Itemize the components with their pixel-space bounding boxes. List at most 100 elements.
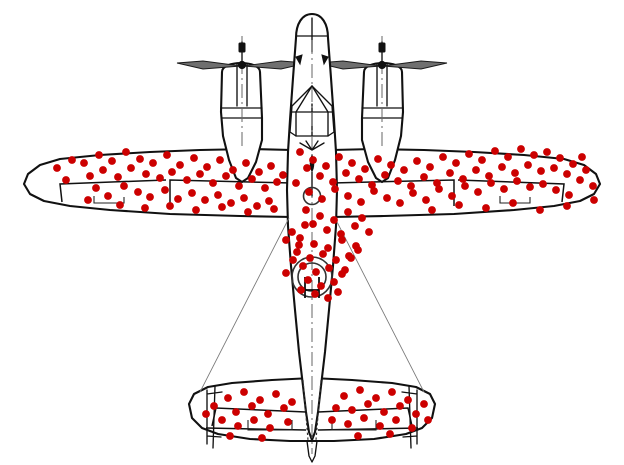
bullet-hole: [209, 179, 217, 187]
bullet-hole: [459, 175, 467, 183]
bullet-hole: [386, 430, 394, 438]
bullet-hole: [266, 424, 274, 432]
bullet-hole: [338, 236, 346, 244]
bullet-hole: [340, 392, 348, 400]
left-wing-trim-tab: [93, 196, 125, 204]
bullet-hole: [202, 410, 210, 418]
bullet-hole: [322, 162, 330, 170]
bullet-hole: [433, 179, 441, 187]
bullet-hole: [190, 154, 198, 162]
bullet-hole: [309, 156, 317, 164]
bullet-hole: [235, 182, 243, 190]
bullet-hole: [504, 153, 512, 161]
bullet-hole: [329, 178, 337, 186]
left-prop-hub-icon: [237, 60, 247, 70]
bullet-hole: [428, 206, 436, 214]
bullet-hole: [279, 171, 287, 179]
bullet-hole: [244, 208, 252, 216]
bullet-hole: [576, 176, 584, 184]
bullet-hole: [68, 156, 76, 164]
right-elevator-tab: [331, 420, 377, 431]
bullet-hole: [351, 222, 359, 230]
bullet-hole: [284, 418, 292, 426]
bullet-hole: [360, 414, 368, 422]
bullet-hole: [344, 420, 352, 428]
bullet-hole: [156, 174, 164, 182]
bullet-hole: [335, 153, 343, 161]
bullet-hole: [530, 151, 538, 159]
bullet-hole: [348, 159, 356, 167]
antenna-arms: [299, 140, 325, 151]
right-tail-fillet-line: [334, 217, 425, 393]
bullet-hole: [465, 150, 473, 158]
bullet-hole: [361, 165, 369, 173]
bullet-hole: [95, 151, 103, 159]
bullet-hole: [316, 212, 324, 220]
bullet-hole: [342, 169, 350, 177]
bullet-hole: [536, 206, 544, 214]
bullet-hole: [563, 170, 571, 178]
bullet-hole: [356, 386, 364, 394]
bullet-hole: [337, 230, 345, 238]
bullet-hole: [265, 197, 273, 205]
bullet-hole: [487, 179, 495, 187]
left-nose-wedge-icon: [295, 54, 303, 66]
right-prop-hub-icon: [377, 60, 387, 70]
bullet-hole: [104, 192, 112, 200]
bullet-hole: [582, 166, 590, 174]
bullet-hole: [325, 264, 333, 272]
bullet-hole: [232, 408, 240, 416]
bullet-hole: [196, 170, 204, 178]
bullet-hole: [304, 276, 312, 284]
bullet-hole: [270, 205, 278, 213]
bullet-hole: [563, 202, 571, 210]
bullet-hole: [309, 220, 317, 228]
bullet-hole: [376, 422, 384, 430]
bullet-hole: [332, 256, 340, 264]
bullet-hole: [474, 188, 482, 196]
right-nacelle-spine: [376, 63, 388, 107]
bullet-hole: [297, 286, 305, 294]
bullet-hole: [348, 406, 356, 414]
bullet-hole: [226, 432, 234, 440]
engines-group: [176, 36, 448, 184]
bullet-hole: [240, 194, 248, 202]
right-rear-seam: [315, 379, 322, 441]
bullet-hole: [108, 157, 116, 165]
bullet-hole: [324, 294, 332, 302]
bullet-hole: [407, 182, 415, 190]
right-propeller: [316, 41, 448, 70]
bullet-hole: [344, 208, 352, 216]
bullet-hole: [161, 186, 169, 194]
bullet-hole: [388, 388, 396, 396]
bullet-hole: [218, 203, 226, 211]
bullet-hole: [149, 159, 157, 167]
bullet-hole: [556, 154, 564, 162]
bullet-hole: [62, 176, 70, 184]
bullet-hole: [317, 282, 325, 290]
bullet-hole: [347, 254, 355, 262]
left-wing-aileron-line: [59, 179, 167, 203]
bullet-hole: [261, 184, 269, 192]
bullet-hole: [296, 148, 304, 156]
bullet-hole: [420, 400, 428, 408]
bullet-hole: [227, 199, 235, 207]
bullet-hole: [253, 202, 261, 210]
bullet-hole: [383, 194, 391, 202]
bullet-hole: [485, 172, 493, 180]
bullet-hole: [318, 195, 326, 203]
bullet-hole: [524, 161, 532, 169]
bullet-hole: [127, 164, 135, 172]
bullet-hole: [478, 156, 486, 164]
bullet-hole: [192, 206, 200, 214]
bullet-hole: [218, 416, 226, 424]
bullet-hole: [408, 424, 416, 432]
bullet-hole: [368, 181, 376, 189]
left-prop-spinner: [238, 42, 246, 53]
bullet-hole: [168, 168, 176, 176]
bullet-hole: [264, 410, 272, 418]
right-nose-wedge-icon: [321, 54, 329, 66]
bullet-hole: [292, 179, 300, 187]
bullet-hole: [248, 402, 256, 410]
